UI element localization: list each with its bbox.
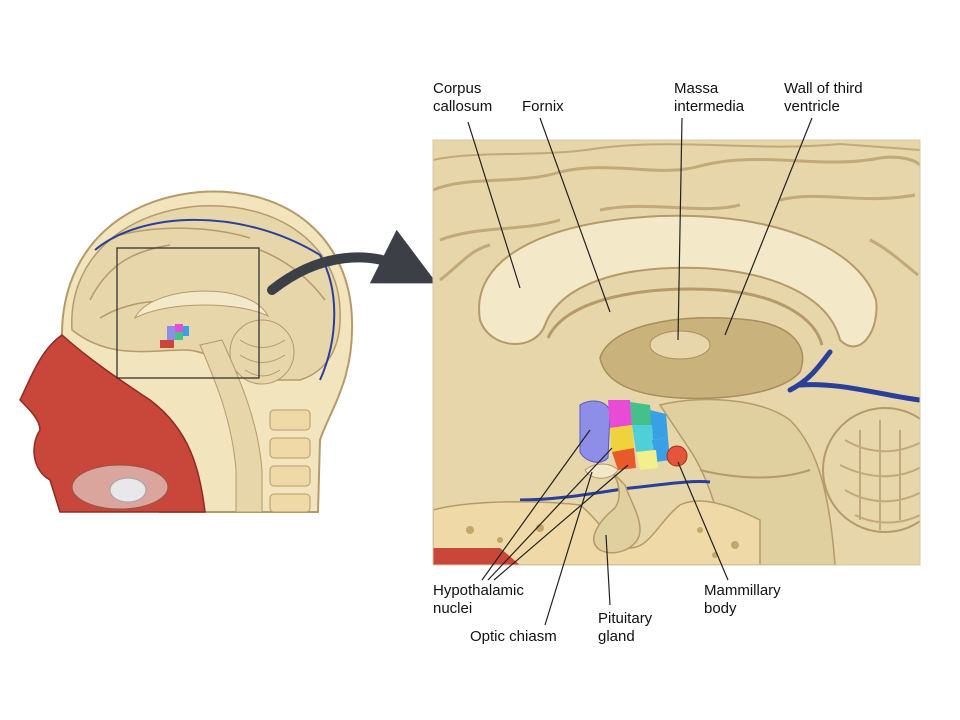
zoom-arrow — [267, 229, 437, 295]
mammillary-body — [666, 445, 688, 467]
zoomed-view-frame — [432, 139, 921, 566]
label-optic-chiasm: Optic chiasm — [470, 628, 557, 645]
third-ventricle — [599, 316, 804, 400]
label-corpus-callosum: Corpus callosum — [433, 80, 493, 115]
head-overview — [19, 190, 354, 513]
cerebellum — [822, 407, 920, 533]
label-wall-of-third-ventricle: Wall of third ventricle — [784, 80, 863, 115]
label-mammillary-body: Mammillary body — [704, 582, 781, 617]
label-fornix: Fornix — [522, 98, 564, 115]
label-hypothalamic-nuclei: Hypothalamic nuclei — [433, 582, 524, 617]
brainstem-small — [199, 339, 263, 513]
label-massa-intermedia: Massa intermedia — [674, 80, 745, 115]
label-pituitary-gland: Pituitary gland — [598, 610, 653, 645]
pituitary-gland — [593, 469, 641, 554]
face — [19, 334, 206, 513]
leader-lines — [467, 117, 813, 626]
cerebellum-small — [229, 319, 295, 385]
massa-intermedia — [649, 330, 711, 360]
zoomed-view — [433, 140, 920, 565]
corpus-callosum — [478, 214, 878, 348]
brainstem — [658, 398, 836, 565]
hypothalamic-nuclei — [579, 400, 688, 470]
zoom-selection-box — [116, 247, 260, 379]
